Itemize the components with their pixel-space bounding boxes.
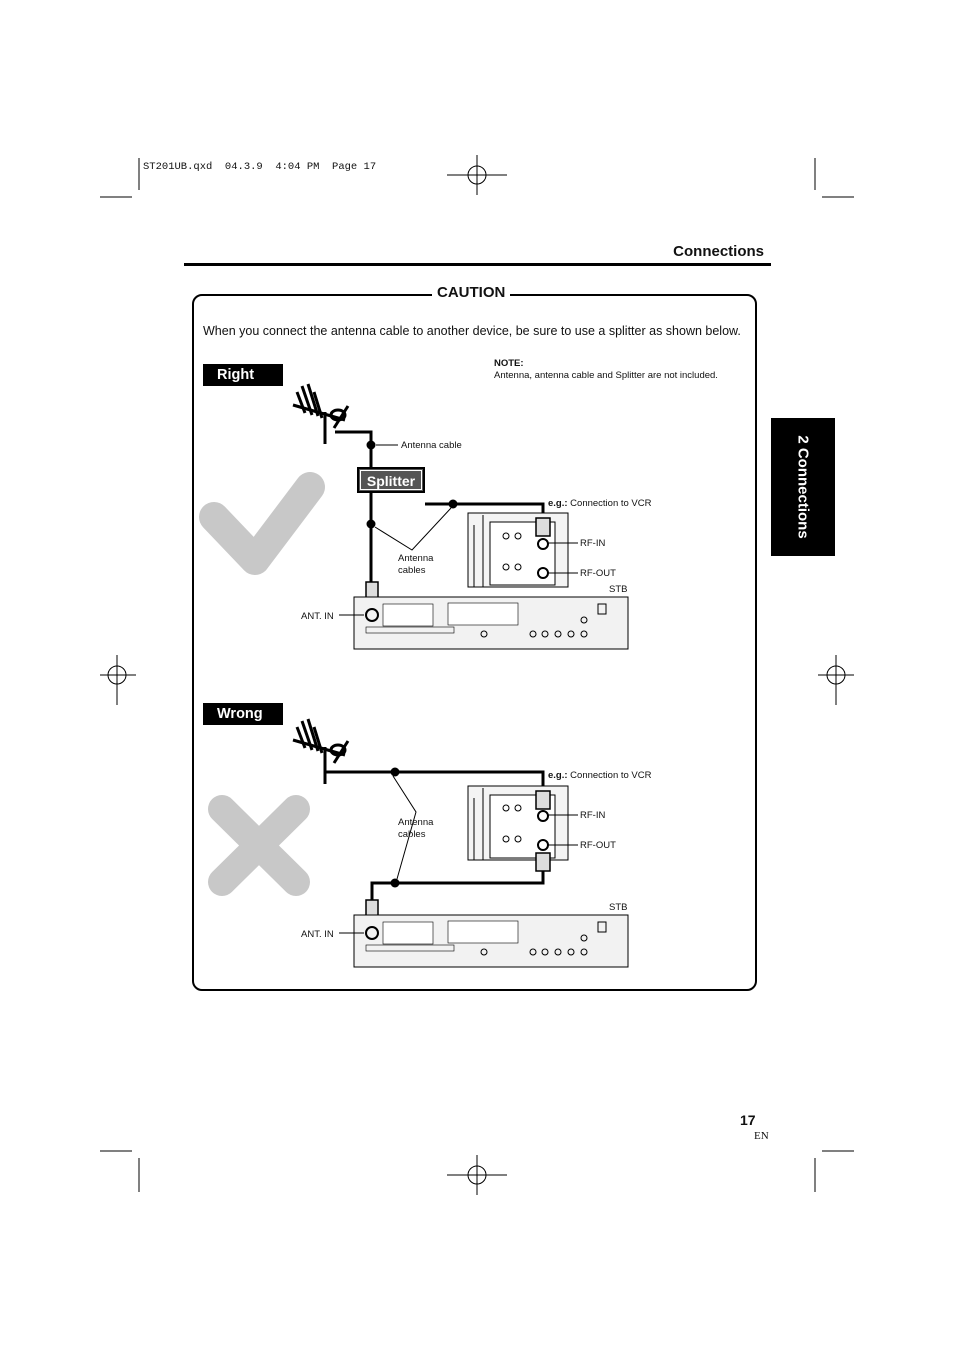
- antenna-cables-label-2: cables: [398, 565, 426, 576]
- check-mark-icon: [199, 472, 325, 575]
- rf-out-label: RF-OUT: [580, 840, 616, 851]
- splitter-label: Splitter: [357, 467, 425, 493]
- antenna-cables-label-1: Antenna: [398, 553, 434, 564]
- note-title: NOTE:: [494, 358, 524, 369]
- file-header: ST201UB.qxd 04.3.9 4:04 PM Page 17: [143, 161, 377, 173]
- page-language: EN: [754, 1130, 769, 1142]
- vcr-example-label: e.g.: Connection to VCR: [548, 498, 652, 509]
- stb-label: STB: [609, 902, 628, 913]
- stb-panel: [339, 581, 629, 650]
- antenna-icon: [292, 383, 350, 444]
- antenna-cables-label-1: Antenna: [398, 817, 434, 828]
- eg-bold: e.g.:: [548, 770, 568, 781]
- eg-text: Connection to VCR: [567, 770, 652, 781]
- caution-intro: When you connect the antenna cable to an…: [203, 324, 741, 338]
- rf-out-label: RF-OUT: [580, 568, 616, 579]
- rf-in-label: RF-IN: [580, 538, 606, 549]
- ant-in-label: ANT. IN: [301, 929, 334, 940]
- vcr-example-label: e.g.: Connection to VCR: [548, 770, 652, 781]
- wrong-label: Wrong: [203, 703, 283, 725]
- caution-title: CAUTION: [432, 284, 511, 301]
- right-label: Right: [203, 364, 283, 386]
- vcr-panel: [467, 785, 578, 872]
- eg-bold: e.g.:: [548, 498, 568, 509]
- rf-in-label: RF-IN: [580, 810, 606, 821]
- vcr-panel: [467, 512, 578, 588]
- eg-text: Connection to VCR: [567, 498, 652, 509]
- antenna-cable-label: Antenna cable: [401, 440, 462, 451]
- cross-mark-icon: [208, 795, 310, 896]
- chapter-tab: 2 Connections: [771, 418, 835, 556]
- header-rule: [184, 263, 771, 266]
- ant-in-label: ANT. IN: [301, 611, 334, 622]
- stb-label: STB: [609, 584, 628, 595]
- stb-panel: [339, 899, 629, 968]
- page-number: 17: [740, 1112, 756, 1128]
- antenna-icon: [292, 718, 350, 784]
- section-title: Connections: [673, 243, 764, 260]
- antenna-cables-label-2: cables: [398, 829, 426, 840]
- note-text: Antenna, antenna cable and Splitter are …: [494, 370, 718, 381]
